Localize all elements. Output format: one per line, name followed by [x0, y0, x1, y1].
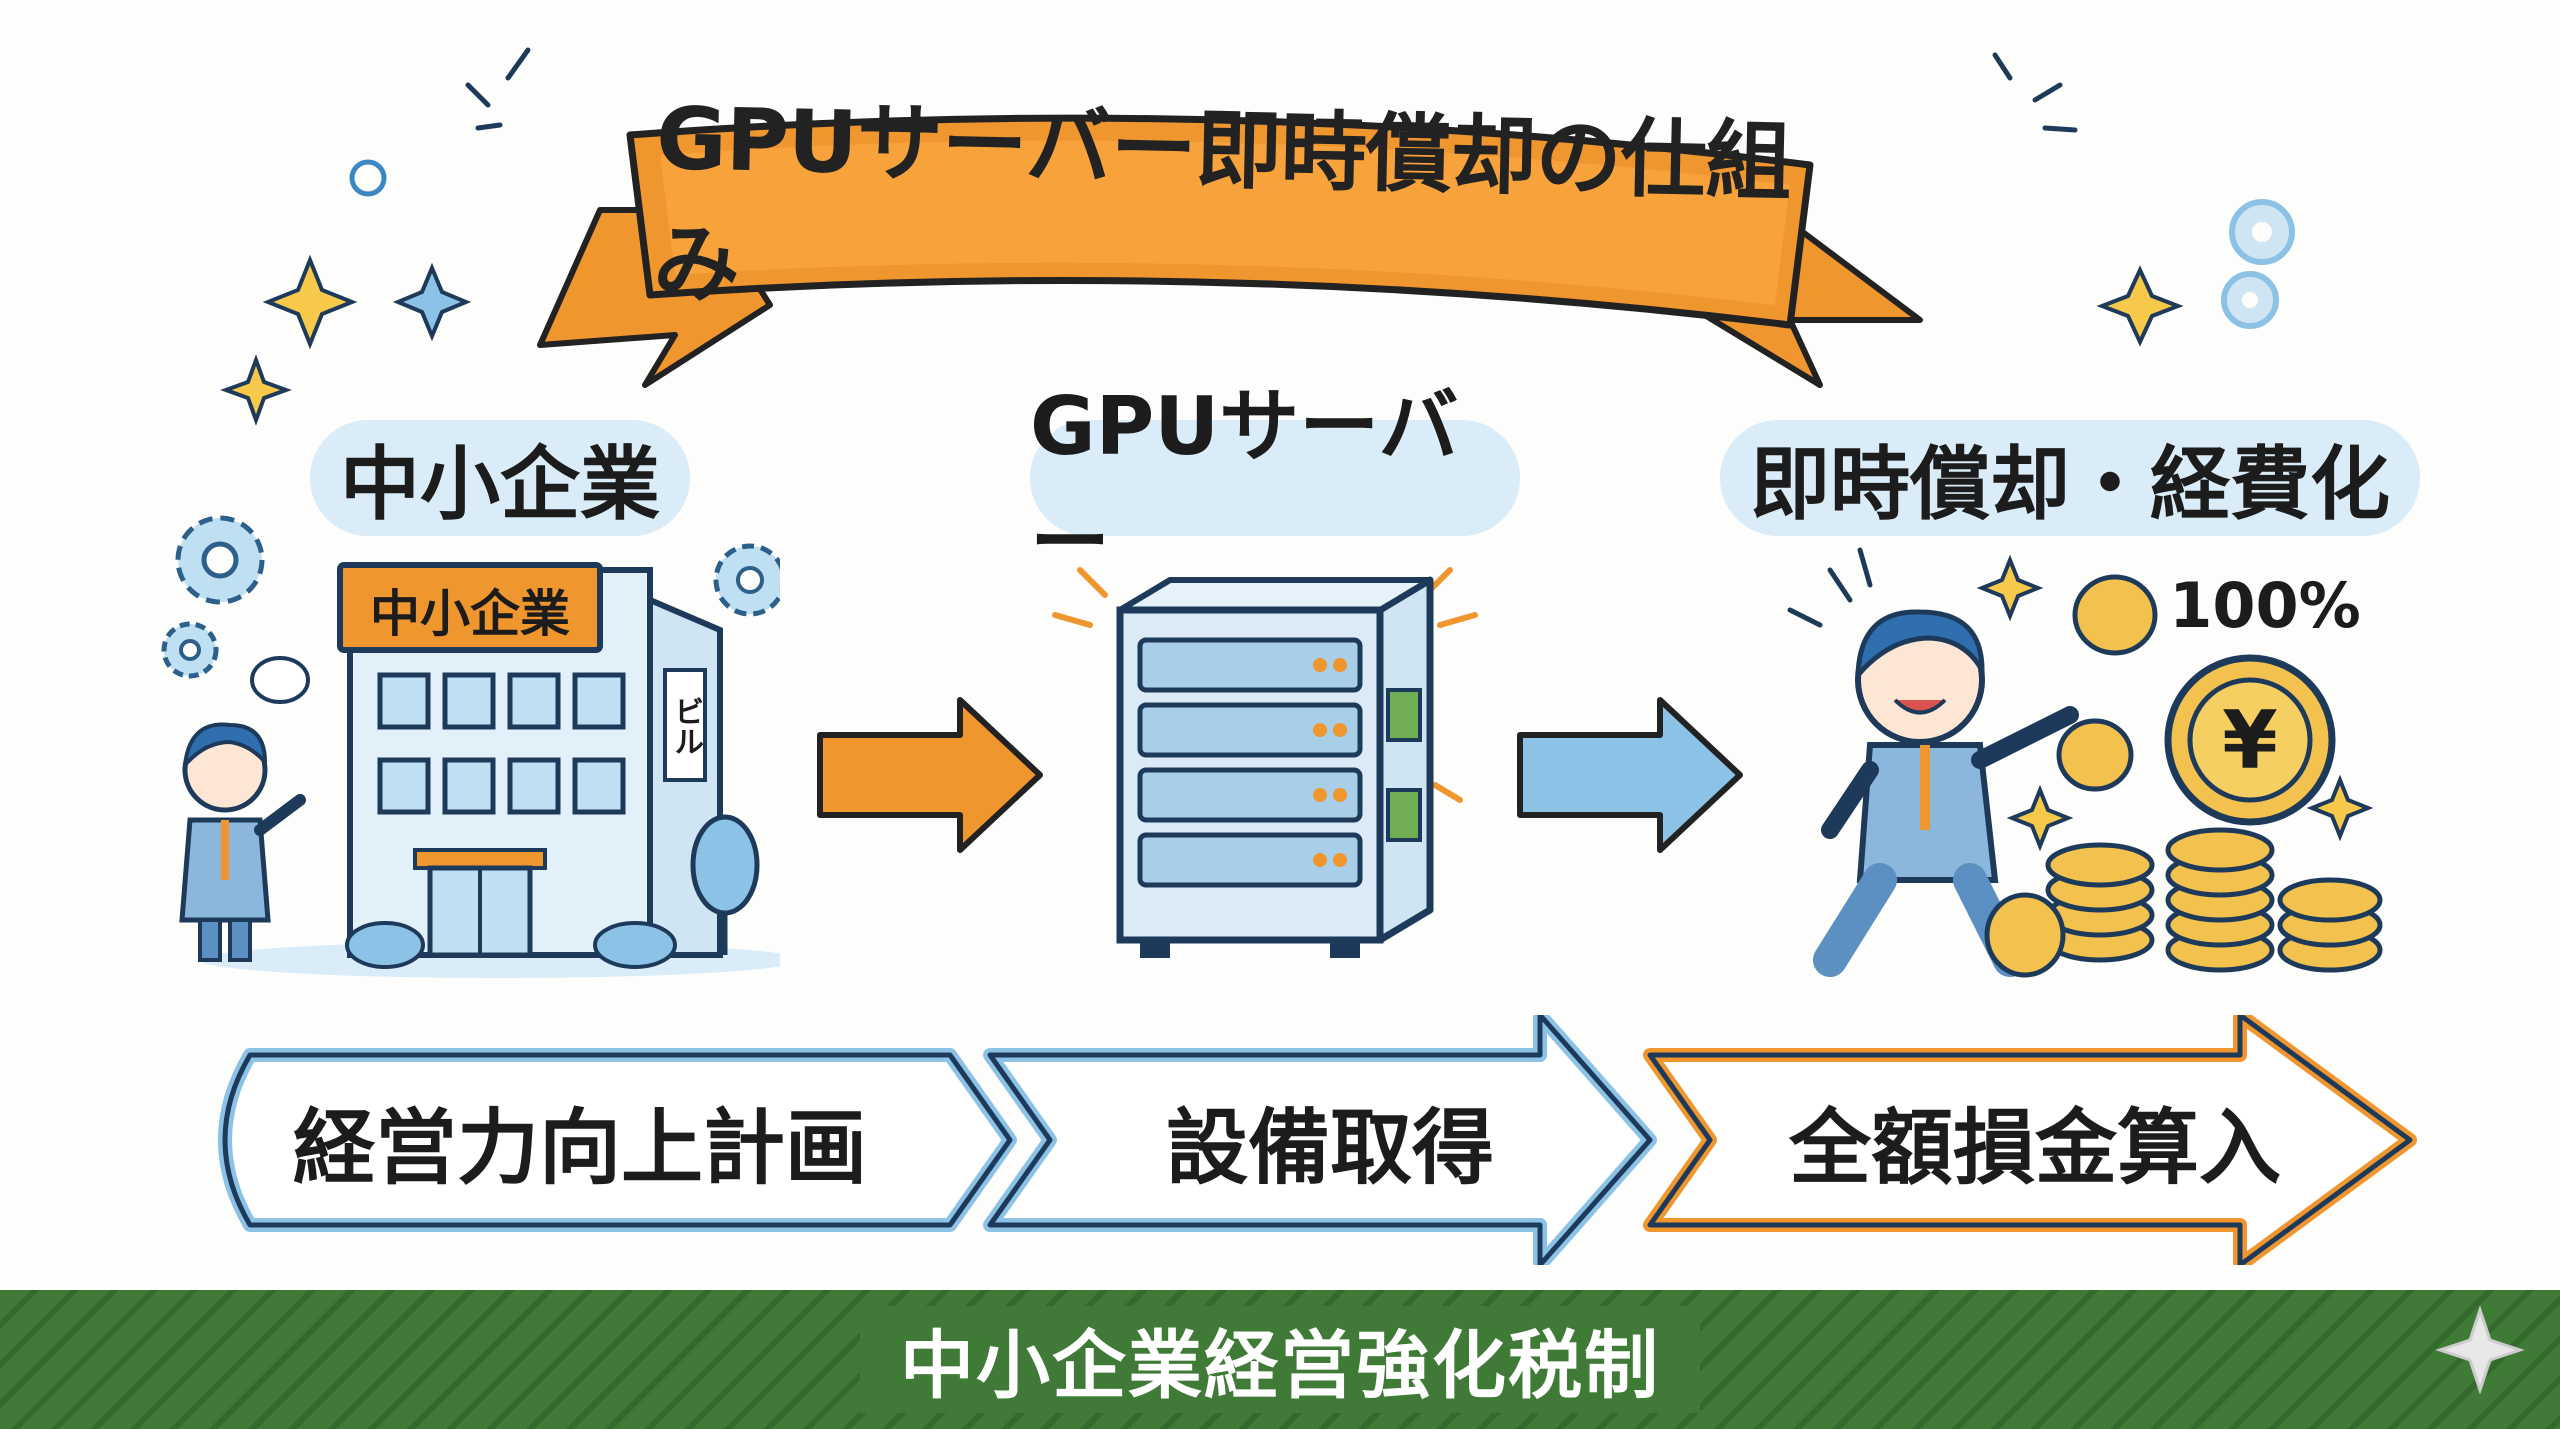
sparkle-icon — [220, 354, 292, 426]
page-title: GPUサーバー即時償却の仕組み — [652, 89, 1792, 316]
footer-banner: 中小企業経営強化税制 — [0, 1290, 2560, 1429]
section-label-immediate-depreciation: 即時償却・経費化 — [1720, 420, 2420, 536]
sparkle-icon — [2435, 1305, 2525, 1395]
footer-title: 中小企業経営強化税制 — [860, 1306, 1700, 1413]
circle-icon — [349, 159, 387, 197]
building-tag: ビル — [668, 696, 703, 756]
gear-icon — [2229, 199, 2295, 265]
section-label-gpu-server: GPUサーバー — [1030, 380, 1520, 589]
gpu-server-illustration — [1052, 567, 1478, 958]
arrow-orange — [817, 697, 1043, 853]
process-flow — [218, 1015, 2417, 1265]
section-label-sme: 中小企業 — [310, 420, 690, 536]
coin-yen-symbol: ¥ — [2222, 693, 2278, 787]
running-businessperson-icon — [1813, 609, 2079, 977]
sparkle-icon — [2096, 265, 2184, 347]
process-step-1: 経営力向上計画 — [292, 1100, 867, 1196]
burst-lines-left — [465, 47, 531, 131]
ribbon-shape — [537, 114, 1923, 388]
businessperson-icon — [179, 722, 306, 962]
burst-lines-right — [1992, 52, 2078, 133]
sparkle-icon — [392, 262, 472, 342]
sme-building-illustration — [161, 515, 780, 978]
gear-icon — [175, 515, 265, 605]
building-sign: 中小企業 — [370, 585, 570, 643]
gear-icon — [161, 621, 219, 679]
process-step-3: 全額損金算入 — [1788, 1100, 2281, 1196]
decorations — [220, 47, 2295, 426]
title-ribbon: GPUサーバー即時償却の仕組み — [500, 60, 1940, 390]
depreciation-illustration — [1787, 547, 2383, 978]
sparkle-icon — [262, 254, 358, 350]
gear-icon — [713, 543, 780, 617]
gear-icon — [2221, 271, 2279, 329]
percent-label: 100% — [2169, 568, 2361, 642]
process-step-2: 設備取得 — [1165, 1100, 1494, 1196]
arrow-blue — [1517, 697, 1743, 853]
